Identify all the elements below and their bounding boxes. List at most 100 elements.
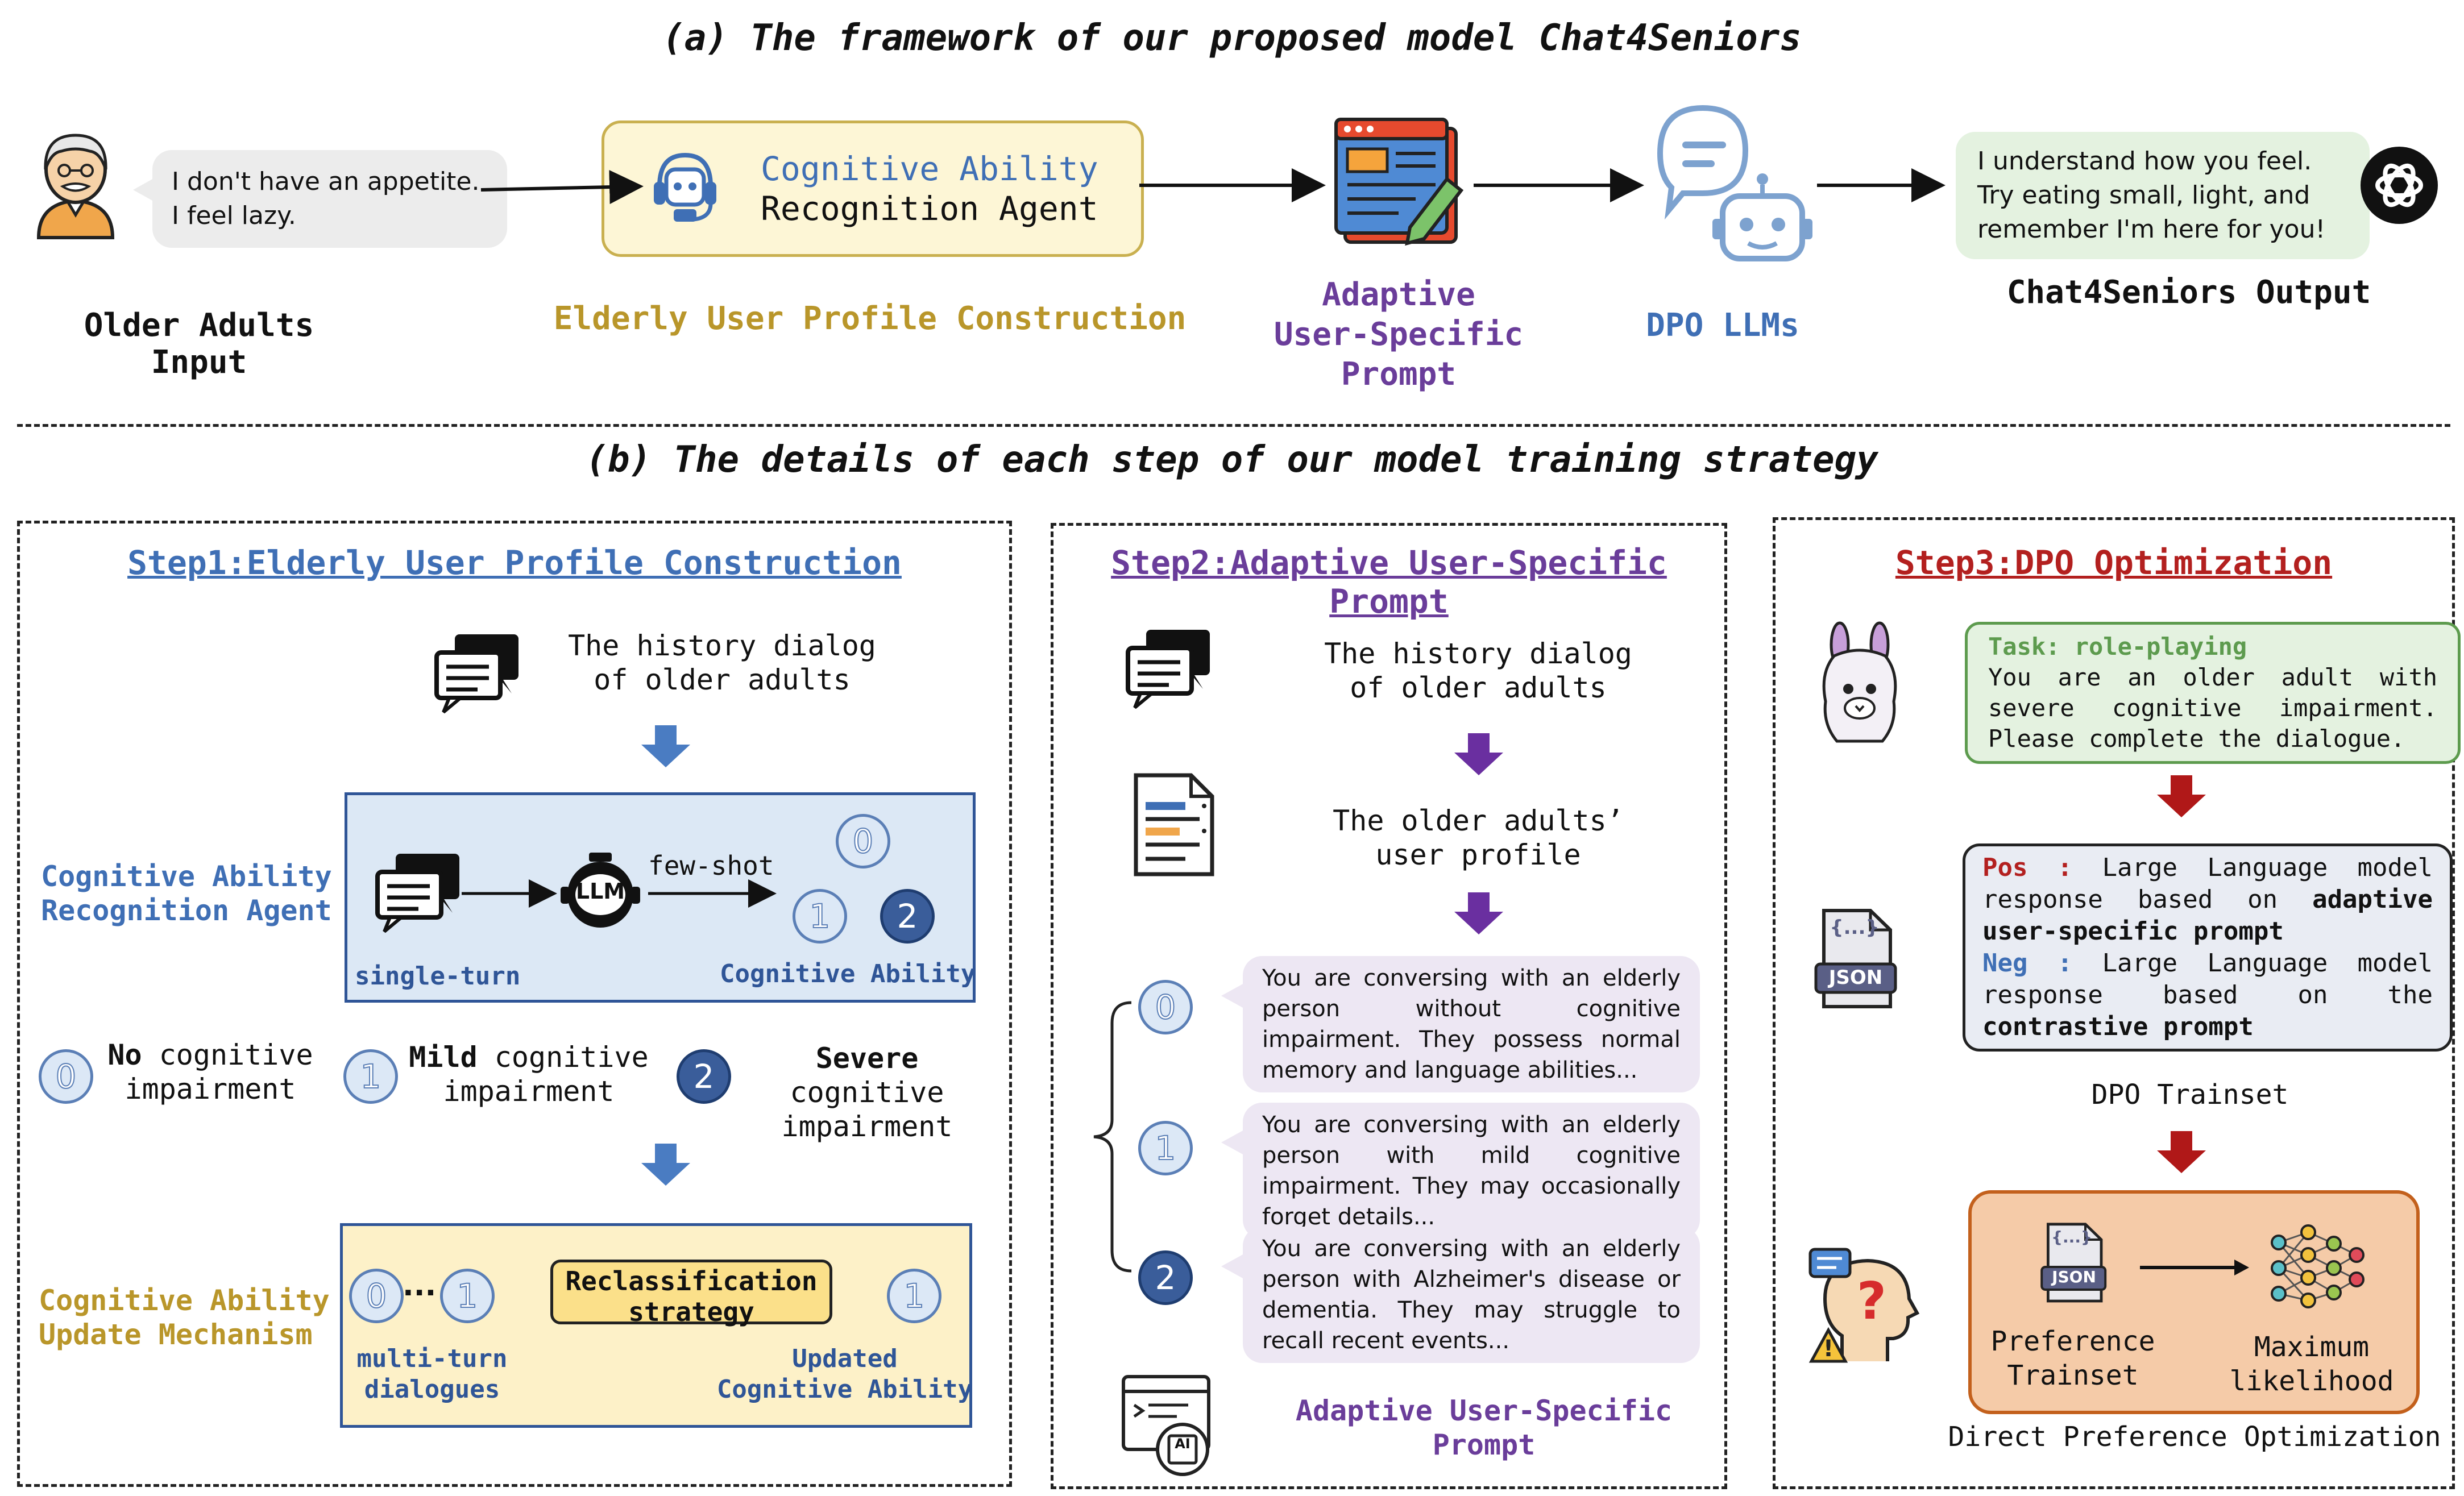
section-divider xyxy=(17,424,2450,427)
pos-text: Large Language model response based on xyxy=(1982,853,2433,914)
profile-label: Elderly User Profile Construction xyxy=(553,300,1187,337)
legend-line2-1: impairment xyxy=(443,1075,615,1108)
legend-text-2: Severe cognitive impairment xyxy=(733,1041,1001,1144)
dpo-caption: Direct Preference Optimization xyxy=(1948,1421,2441,1453)
step2-profile: The older adults’ user profile xyxy=(1313,804,1643,872)
prompt-text-0: You are conversing with an elderly perso… xyxy=(1221,956,1700,1092)
step3-down-arrow-2 xyxy=(2157,1131,2206,1173)
legend-text-1: Mild cognitive impairment xyxy=(398,1040,659,1108)
step2-output-line-1: Adaptive User-Specific xyxy=(1295,1394,1673,1427)
elderly-man-icon xyxy=(36,134,115,239)
output-label: Chat4Seniors Output xyxy=(2006,274,2371,311)
update-label: Cognitive Ability Update Mechanism xyxy=(39,1283,330,1352)
step2-panel xyxy=(1051,523,1727,1489)
legend-line2-2: impairment xyxy=(781,1110,953,1143)
step2-down-arrow-2 xyxy=(1454,892,1503,934)
neg-text: Large Language model response based on t… xyxy=(1982,949,2433,1009)
neg-item: Neg : Large Language model response base… xyxy=(1982,948,2433,1043)
reclassification-box: Reclassification strategy xyxy=(550,1260,832,1327)
prompt-level-0: 0 xyxy=(1138,980,1193,1034)
legend-bold-0: No xyxy=(107,1038,142,1071)
reclass-line-1: Reclassification xyxy=(565,1266,818,1296)
openai-logo-icon xyxy=(2361,147,2438,224)
step3-down-arrow-1 xyxy=(2157,775,2206,817)
single-turn-label: single-turn xyxy=(355,962,521,991)
llm-robot-icon xyxy=(561,853,640,928)
maxlik-line-2: likelihood xyxy=(2229,1365,2394,1397)
pos-label: Pos : xyxy=(1982,853,2073,882)
browser-edit-icon xyxy=(1334,118,1464,246)
agent-level-2: 2 xyxy=(880,889,935,944)
step2-history-line-1: The history dialog xyxy=(1324,637,1632,670)
legend-rest-0: cognitive xyxy=(142,1038,313,1071)
top-arrows xyxy=(480,168,1946,205)
step1-panel xyxy=(17,521,1012,1487)
step1-history-line-2: of older adults xyxy=(594,663,851,696)
json-label-1: JSON xyxy=(1828,966,1883,989)
prompt-label-line-3: Prompt xyxy=(1341,356,1457,393)
legend-level-0: 0 xyxy=(39,1049,93,1104)
update-result-1: 1 xyxy=(887,1269,941,1323)
step3-title: Step3:DPO Optimization xyxy=(1895,543,2333,582)
step1-history-line-1: The history dialog xyxy=(568,629,876,662)
agent-box-line-2: Recognition Agent xyxy=(761,189,1098,228)
updated-line-2: Cognitive Ability xyxy=(716,1375,973,1404)
json-braces-1: {...} xyxy=(1830,916,1880,939)
step2-history-line-2: of older adults xyxy=(1350,671,1607,704)
step2-profile-line-1: The older adults’ xyxy=(1333,804,1624,837)
prompt-text-1: You are conversing with an elderly perso… xyxy=(1221,1103,1700,1239)
step1-down-arrow-2 xyxy=(641,1144,690,1186)
ai-chip-label: AI xyxy=(1175,1436,1190,1452)
step2-down-arrow-1 xyxy=(1454,733,1503,775)
input-label: Older Adults Input xyxy=(84,307,314,381)
input-line-2: I feel lazy. xyxy=(172,201,296,230)
prompt-label-line-1: Adaptive xyxy=(1322,276,1475,313)
updated-line-1: Updated xyxy=(792,1344,898,1373)
prompt-label: Adaptive User-Specific Prompt xyxy=(1228,275,1569,394)
output-line-1: I understand how you feel. xyxy=(1977,147,2312,176)
update-label-line-2: Update Mechanism xyxy=(39,1318,313,1351)
llm-text: LLM xyxy=(575,879,625,904)
legend-bold-1: Mild xyxy=(409,1041,478,1074)
maxlik-line-1: Maximum xyxy=(2254,1331,2370,1363)
reclass-line-2: strategy xyxy=(628,1296,754,1327)
json-file-icon-2 xyxy=(2040,1223,2107,1303)
svg-text:?: ? xyxy=(1857,1271,1886,1331)
prompt-text-2: You are conversing with an elderly perso… xyxy=(1221,1227,1700,1363)
agent-box-line-1: Cognitive Ability xyxy=(761,149,1098,188)
chat-robot-icon xyxy=(1657,105,1812,261)
multi-turn-label: multi-turn dialogues xyxy=(341,1344,523,1405)
legend-rest-2: cognitive xyxy=(790,1076,944,1109)
dpo-arrow xyxy=(2140,1260,2249,1275)
bottom-heading: (b) The details of each step of our mode… xyxy=(586,439,1878,481)
step1-down-arrow-1 xyxy=(641,725,690,767)
neural-network-icon xyxy=(2271,1224,2365,1308)
alpaca-icon xyxy=(1822,621,1897,743)
step2-profile-line-2: user profile xyxy=(1375,838,1581,871)
legend-text-0: No cognitive impairment xyxy=(97,1038,324,1106)
task-box: Task: role-playing You are an older adul… xyxy=(1965,622,2461,764)
ai-chip-icon xyxy=(1122,1375,1210,1476)
neg-bold: contrastive prompt xyxy=(1982,1012,2254,1041)
multi-turn-line-2: dialogues xyxy=(364,1375,500,1404)
step2-title: Step2:Adaptive User-Specific Prompt xyxy=(1111,543,1667,621)
json-label-2: JSON xyxy=(2052,1268,2096,1286)
step2-output: Adaptive User-Specific Prompt xyxy=(1274,1394,1694,1462)
preference-line-2: Trainset xyxy=(2007,1360,2139,1391)
prompt-level-2: 2 xyxy=(1138,1250,1193,1305)
preference-line-1: Preference xyxy=(1990,1325,2155,1357)
few-shot-label: few-shot xyxy=(648,850,774,881)
legend-level-1: 1 xyxy=(343,1049,398,1104)
document-list-icon xyxy=(1134,773,1214,876)
step1-agent-label: Cognitive Ability Recognition Agent xyxy=(41,859,332,928)
update-start-1: 1 xyxy=(440,1269,495,1323)
update-label-line-1: Cognitive Ability xyxy=(39,1284,330,1317)
pos-item: Pos : Large Language model response base… xyxy=(1982,852,2433,948)
step1-agent-label-line-1: Cognitive Ability xyxy=(41,860,332,893)
dpo-label: DPO LLMs xyxy=(1646,307,1799,344)
step1-agent-label-line-2: Recognition Agent xyxy=(41,894,332,927)
json-file-icon xyxy=(1814,909,1897,1008)
step1-history: The history dialog of older adults xyxy=(557,629,887,697)
agent-level-0: 0 xyxy=(836,814,890,868)
step2-history: The history dialog of older adults xyxy=(1313,637,1643,705)
